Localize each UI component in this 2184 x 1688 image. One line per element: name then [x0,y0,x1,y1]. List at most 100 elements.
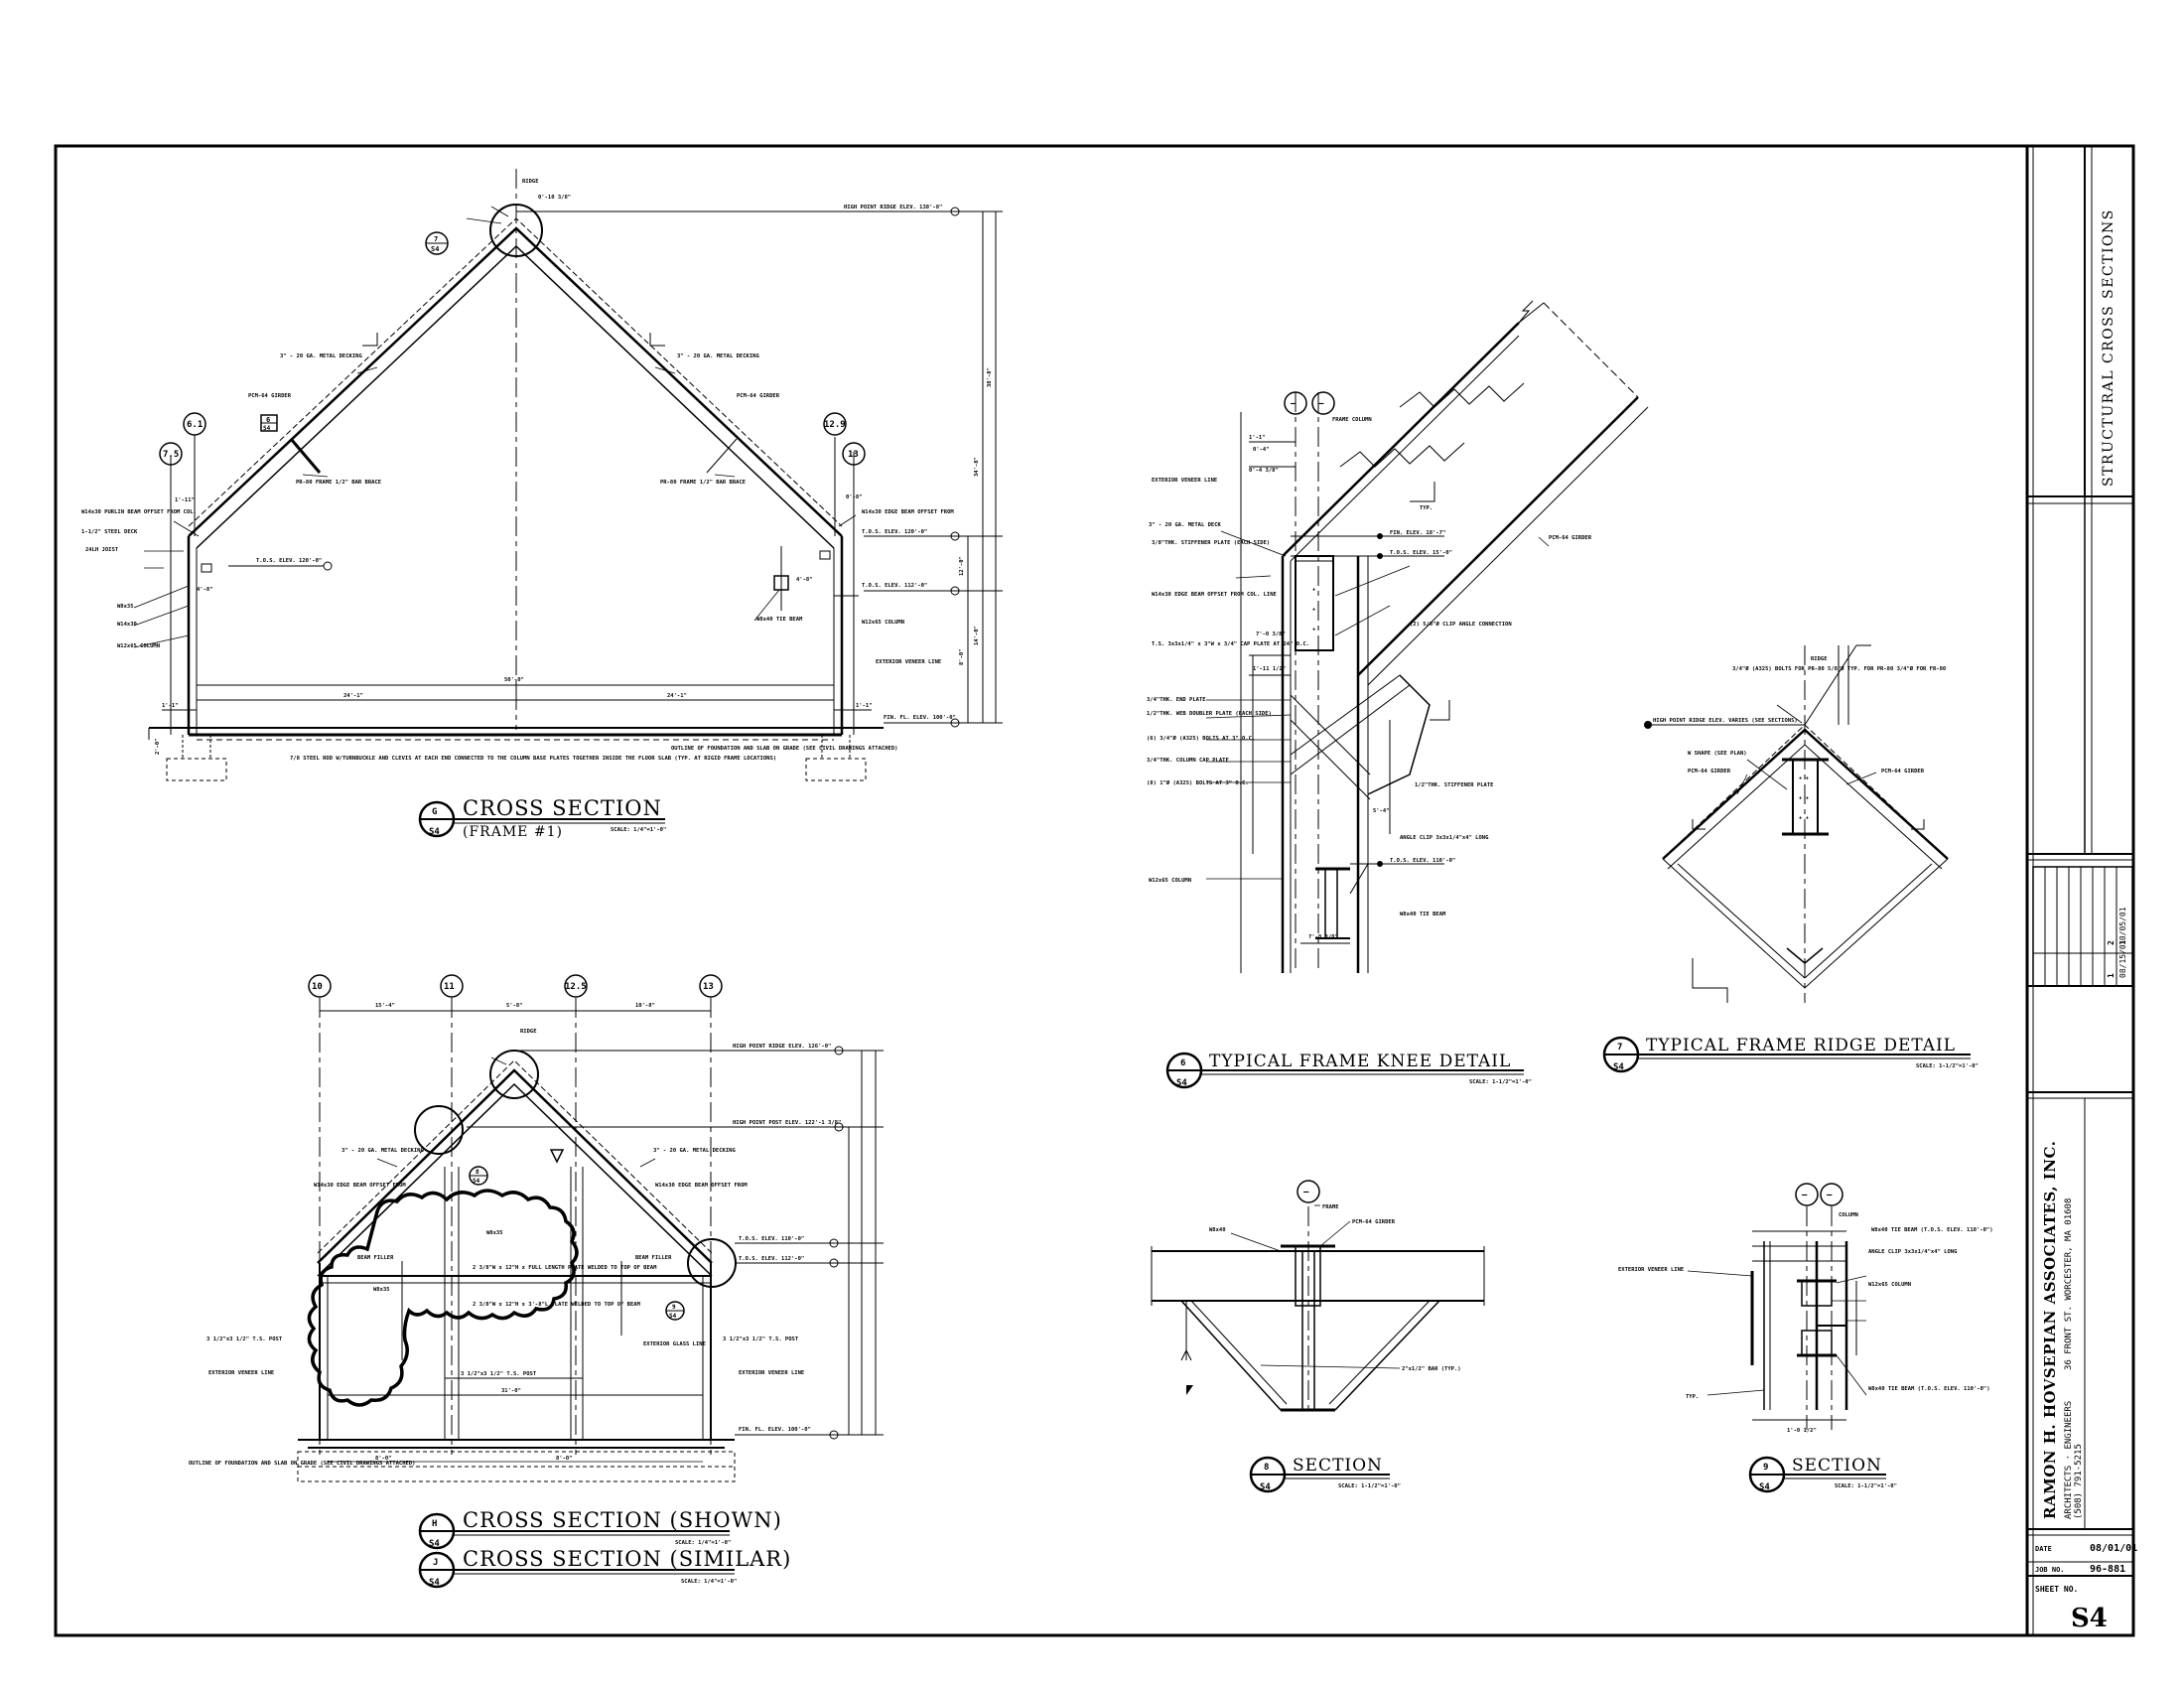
note: 3" - 20 GA. METAL DECKING [653,1148,736,1154]
note: 12'-0" [959,556,965,576]
note: 2 3/8"W x 12"H x 3'-8"L PLATE WELDED TO … [473,1302,641,1308]
detail-8-notes: — FRAME PCM-64 GIRDER W8x40 2"x1/2" BAR … [1209,1188,1461,1372]
detail-sheet: S4 [429,1539,440,1549]
note: W14x30 EDGE BEAM OFFSET FROM [862,509,954,515]
grid-bubble-label: — [1827,1191,1833,1200]
note: 4'-8" [796,577,813,583]
note: 5'-4" [1373,808,1390,814]
firm-address: 36 FRONT ST. WORCESTER, MA 01608 [2064,1198,2074,1370]
note: 1-1/2" STEEL DECK [81,529,138,535]
note: 7/8 STEEL ROD W/TURNBUCKLE AND CLEVIS AT… [290,756,776,762]
grid-bubble-label: 13 [848,450,859,460]
note: 2'-0" [155,738,161,755]
note: T.O.S. ELEV. 112'-0" [862,583,927,589]
note: 34'-8" [974,457,980,477]
ref-callout-label: S4 [473,1178,480,1185]
grid-bubble-label: — [1303,1188,1309,1197]
note: (2) 5/8"Ø CLIP ANGLE CONNECTION [1410,621,1512,628]
note: T.O.S. ELEV. 110'-0" [739,1236,804,1242]
note: HIGH POINT RIDGE ELEV. VARIES (SEE SECTI… [1653,718,1798,724]
note: 3/4"THK. END PLATE [1147,697,1206,703]
detail-h-cross-section [297,974,884,1482]
note: EXTERIOR VENEER LINE [876,659,941,665]
detail-j-title: J S4 CROSS SECTION (SIMILAR) SCALE: 1/4"… [418,1547,790,1589]
detail-scale: SCALE: 1/4"=1'-0" [681,1579,737,1585]
note: W14x30 [117,622,137,628]
grid-bubble-label: 6.1 [187,420,203,430]
note: 3/8"THK. STIFFENER PLATE (EACH SIDE) [1152,540,1270,546]
note: 38'-8" [987,367,993,387]
revision-1-date: 08/15/01 [2118,939,2127,978]
note: W12x65 COLUMN [117,643,160,649]
detail-title: CROSS SECTION [463,796,662,820]
note: 4'-8" [197,587,213,593]
note: FRAME COLUMN [1332,417,1372,423]
note: 3/4"Ø (A325) BOLTS FOR PR-80 5/8"Ø TYP. … [1732,665,1946,672]
ref-callout-label: S4 [669,1313,677,1320]
grid-bubble-label: 12.5 [565,982,587,992]
detail-tag: 8 [1264,1463,1269,1473]
note: 1'-1" [1249,435,1266,441]
note: 7'-0 3/8" [1256,632,1286,637]
detail-g-title: G S4 CROSS SECTION (FRAME #1) SCALE: 1/4… [418,796,666,840]
note: OUTLINE OF FOUNDATION AND SLAB ON GRADE … [671,746,897,752]
detail-9-notes: — — COLUMN W8x40 TIE BEAM (T.O.S. ELEV. … [1618,1191,1993,1434]
note: 24'-1" [343,693,363,699]
grid-bubble-label: — [1291,399,1297,409]
note: PR-80 FRAME 1/2" BAR BRACE [296,480,381,486]
note: EXTERIOR VENEER LINE [1618,1267,1684,1273]
detail-tag: G [432,807,437,817]
note: T.O.S. ELEV. 110'-0" [1390,858,1455,864]
note: 1'-1" [162,703,179,709]
note: RIDGE [522,179,539,185]
note: 0'-10 3/8" [538,195,571,201]
note: PCM-64 GIRDER [1352,1219,1396,1225]
detail-h-notes: 10 11 12.5 13 15'-4" 5'-8" 10'-8" RIDGE … [189,982,841,1467]
detail-sheet: S4 [429,1578,440,1588]
note: 3 1/2"x3 1/2" T.S. POST [206,1336,283,1342]
note: 3 1/2"x3 1/2" T.S. POST [461,1371,537,1377]
revision-2-no: 2 [2107,940,2116,945]
note: 24LH JOIST [85,547,119,553]
job-label: JOB NO. [2035,1566,2065,1574]
note: FRAME [1322,1204,1339,1210]
note: EXTERIOR VENEER LINE [739,1370,804,1376]
note: 15'-4" [375,1003,395,1009]
note: 0'-4 3/8" [1249,468,1279,474]
note: W SHAPE (SEE PLAN) [1688,751,1747,757]
note: 2"x1/2" BAR (TYP.) [1402,1366,1461,1372]
grid-bubble-label: 12.9 [824,420,846,430]
grid-bubble-label: 10 [312,982,323,992]
note: (8) 1"Ø (A325) BOLTS AT 3" O.C. [1147,779,1249,786]
title-block [2027,146,2133,1577]
note: W8x40 TIE BEAM [756,617,803,623]
note: 3 1/2"x3 1/2" T.S. POST [723,1336,799,1342]
note: BEAM FILLER [635,1255,672,1261]
grid-bubble-label: 11 [444,982,455,992]
ref-callout-label: 8 [476,1169,479,1176]
bolt-mark: + [1312,607,1316,613]
revision-cloud [307,1189,579,1407]
note: PR-80 FRAME 1/2" BAR BRACE [660,480,746,486]
note: 3" - 20 GA. METAL DECKING [341,1148,424,1154]
note: W14x30 EDGE BEAM OFFSET FROM COL. LINE [1152,592,1277,598]
detail-sheet: S4 [1759,1482,1770,1492]
bolt-mark: + [1312,627,1316,633]
note: W14x30 EDGE BEAM OFFSET FROM [655,1183,748,1189]
note: BEAM FILLER [357,1255,394,1261]
note: T.O.S. ELEV. 120'-0" [862,529,927,535]
note: ANGLE CLIP 3x3x1/4"x4" LONG [1868,1249,1958,1255]
detail-9-title: 9 S4 SECTION SCALE: 1-1/2"=1'-0" [1748,1456,1897,1493]
note: HIGH POINT RIDGE ELEV. 126'-0" [733,1044,831,1050]
note: 3" - 20 GA. METAL DECKING [280,353,362,359]
detail-6-title: 6 S4 TYPICAL FRAME KNEE DETAIL SCALE: 1-… [1165,1052,1532,1089]
ref-callout-label: 7 [434,235,438,243]
detail-title: SECTION [1792,1456,1882,1476]
detail-scale: SCALE: 1-1/2"=1'-0" [1835,1483,1897,1489]
note: 50'-0" [504,677,524,683]
note: COLUMN [1839,1212,1858,1218]
ref-callout-label: S4 [263,425,271,432]
note: 5'-8" [506,1003,523,1009]
note: 8'-0" [959,648,965,665]
note: 1'-1" [856,703,873,709]
